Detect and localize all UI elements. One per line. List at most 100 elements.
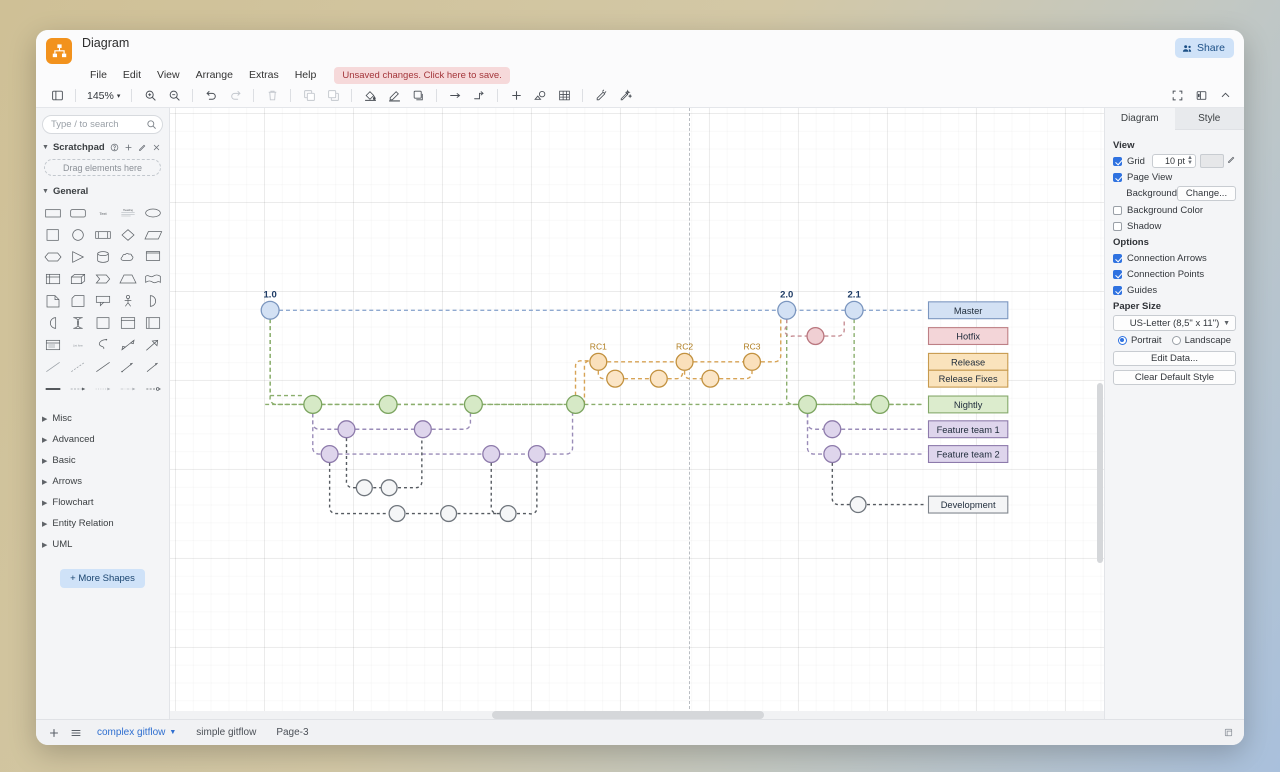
to-back-icon[interactable] [322,86,344,106]
scratchpad-dropzone[interactable]: Drag elements here [44,159,161,176]
page-tab-page-3[interactable]: Page-3 [276,727,309,738]
collapse-chevron-icon[interactable] [1214,86,1236,106]
commit-node-d3[interactable] [388,504,406,523]
share-button[interactable]: Share [1174,38,1234,58]
straight-connector-icon[interactable] [444,86,466,106]
shape-circle[interactable] [65,224,90,246]
menu-view[interactable]: View [157,69,180,81]
commit-node-rf1[interactable] [606,369,625,388]
shape-bidirectional-arrow[interactable] [115,334,140,356]
shape-category-misc[interactable]: ▶Misc [36,408,169,429]
shape-bold-line[interactable] [40,378,65,400]
shape-text[interactable]: Text [90,202,115,224]
commit-node-rc1[interactable]: RC1 [589,341,608,371]
shape-rounded-rectangle[interactable] [65,202,90,224]
shape-actor[interactable] [115,290,140,312]
commit-node-m21[interactable]: 2.1 [844,289,864,320]
paper-size-select[interactable]: US-Letter (8,5" x 11") ▼ [1113,315,1236,331]
connection-arrows-checkbox[interactable] [1113,253,1122,263]
sparkle-icon[interactable] [614,86,636,106]
shape-process[interactable] [90,224,115,246]
legend-relfix[interactable]: Release Fixes [927,369,1009,388]
shape-note[interactable] [40,290,65,312]
legend-hotfix[interactable]: Hotfix [927,327,1009,346]
shape-cloud[interactable] [115,246,140,268]
shape-directional-connector[interactable] [115,356,140,378]
grid-color-swatch[interactable] [1200,154,1224,168]
more-shapes-button[interactable]: + More Shapes [60,569,145,588]
commit-node-d2[interactable] [380,479,398,497]
shape-list[interactable] [40,334,65,356]
commit-node-f1b[interactable] [413,420,432,439]
portrait-radio[interactable] [1117,335,1127,345]
resize-handle[interactable] [1223,727,1234,738]
commit-node-m20[interactable]: 2.0 [777,289,797,320]
document-title[interactable]: Diagram [82,36,130,50]
menu-file[interactable]: File [90,69,107,81]
page-tab-complex-gitflow[interactable]: complex gitflow ▼ [88,724,185,741]
commit-node-d5[interactable] [499,504,517,523]
h-scroll-thumb[interactable] [492,711,764,719]
format-panel-toggle-icon[interactable] [46,86,68,106]
edit-data-button[interactable]: Edit Data... [1113,351,1236,366]
shape-hexagon[interactable] [40,246,65,268]
zoom-in-icon[interactable] [139,86,161,106]
shape-category-advanced[interactable]: ▶Advanced [36,429,169,450]
shape-data-storage[interactable] [65,312,90,334]
grid-size-input[interactable]: 10 pt ▲▼ [1152,154,1196,168]
shape-and[interactable] [40,312,65,334]
commit-node-f2d[interactable] [823,444,842,464]
undo-icon[interactable] [200,86,222,106]
delete-icon[interactable] [261,86,283,106]
chevron-down-icon[interactable]: ▼ [169,729,177,736]
shape-dotted-connector[interactable] [140,356,165,378]
legend-feature1[interactable]: Feature team 1 [927,420,1009,439]
commit-node-m10[interactable]: 1.0 [260,289,280,320]
shape-callout[interactable] [90,290,115,312]
v-scroll-thumb[interactable] [1097,383,1103,563]
shape-cylinder[interactable] [90,246,115,268]
commit-node-n2[interactable] [378,394,398,415]
commit-node-n6[interactable] [870,394,890,415]
shape-vertical-container[interactable] [140,312,165,334]
shape-container[interactable] [90,312,115,334]
commit-node-n4[interactable] [565,394,586,415]
commit-node-n5[interactable] [797,394,818,415]
commit-node-rf3[interactable] [701,369,720,388]
tab-style[interactable]: Style [1174,108,1244,130]
commit-node-f2c[interactable] [527,444,546,464]
legend-feature2[interactable]: Feature team 2 [927,445,1009,464]
menu-extras[interactable]: Extras [248,69,279,81]
legend-nightly[interactable]: Nightly [927,395,1009,414]
add-page-button[interactable] [44,724,64,742]
orthogonal-connector-icon[interactable] [468,86,490,106]
page-tab-simple-gitflow[interactable]: simple gitflow [196,727,257,738]
commit-node-h1[interactable] [806,326,825,346]
shape-triangle[interactable] [65,246,90,268]
background-color-checkbox[interactable] [1113,205,1122,215]
grid-color-pen-icon[interactable] [1227,155,1236,167]
help-icon[interactable] [110,143,119,152]
shape-square[interactable] [40,224,65,246]
shape-ellipse[interactable] [140,202,165,224]
insert-icon[interactable] [505,86,527,106]
shape-trapezoid[interactable] [115,268,140,290]
edit-style-icon[interactable] [590,86,612,106]
connection-points-checkbox[interactable] [1113,269,1122,279]
shape-tape[interactable] [140,268,165,290]
general-section-header[interactable]: ▼ General [36,182,169,200]
scratchpad-header[interactable]: ▼ Scratchpad [36,138,169,156]
panel-toggle-icon[interactable] [1190,86,1212,106]
shadow-checkbox[interactable] [1113,221,1122,231]
shape-dashdot-arrow[interactable] [115,378,140,400]
shape-arrow[interactable] [140,334,165,356]
shape-category-uml[interactable]: ▶UML [36,534,169,555]
shape-step[interactable] [90,268,115,290]
commit-node-f2b[interactable] [482,444,501,464]
shape-document[interactable] [140,246,165,268]
commit-node-d6[interactable] [849,496,867,514]
tab-diagram[interactable]: Diagram [1105,108,1175,130]
shape-dashed-line[interactable] [65,356,90,378]
shape-category-flowchart[interactable]: ▶Flowchart [36,492,169,513]
